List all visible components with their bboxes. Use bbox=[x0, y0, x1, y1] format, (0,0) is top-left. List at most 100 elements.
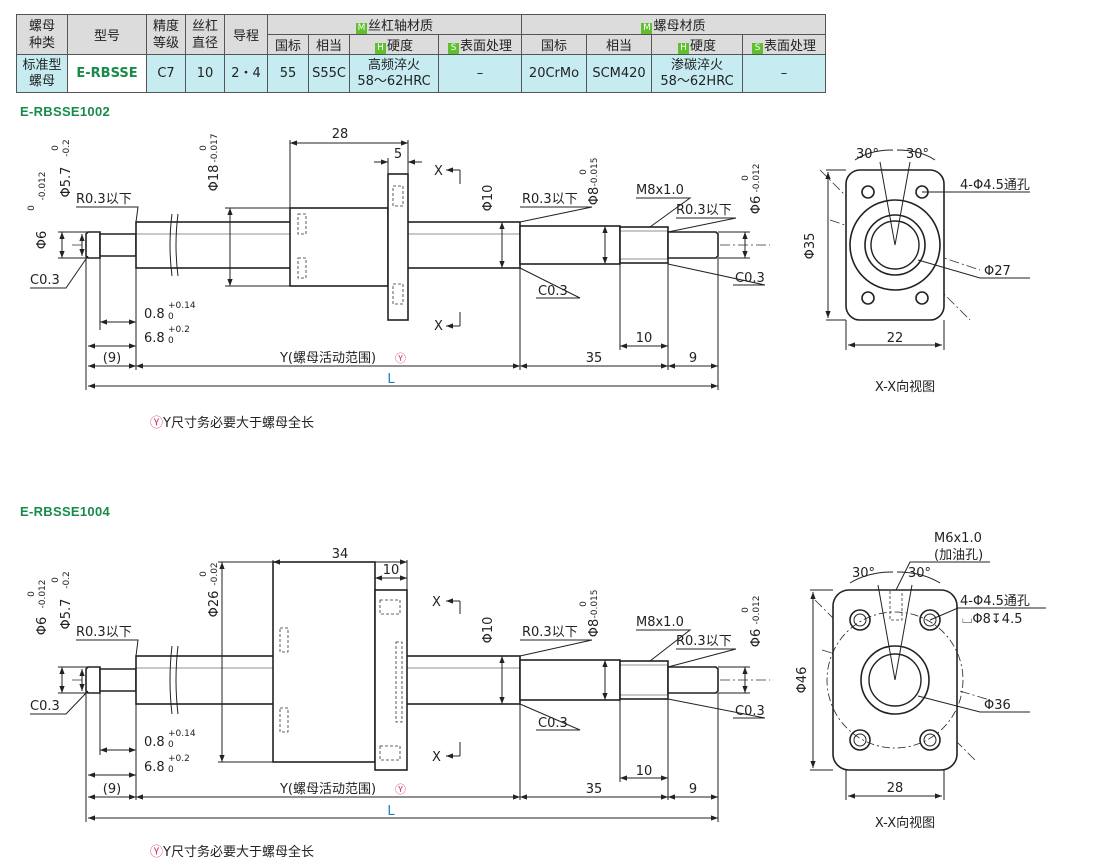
dim-phi8: Φ8 bbox=[587, 187, 602, 206]
label-c03-mid: C0.3 bbox=[538, 284, 568, 299]
dim-phi57-tol-lower: -0.2 bbox=[62, 139, 72, 157]
dim-phi6-tol-upper: 0 bbox=[27, 591, 37, 597]
view-xx-1004: M6x1.0 (加油孔) 30° 30° 4-Φ4.5通孔 ⌴Φ8↧4.5 Φ4… bbox=[795, 531, 1046, 831]
dim-len10: 10 bbox=[636, 331, 653, 346]
table-row: 标准型 螺母 E-RBSSE C7 10 2・4 55 S55C 高频淬火 58… bbox=[16, 54, 826, 93]
dim-phi-nut-tol-lower: -0.017 bbox=[210, 133, 220, 162]
col-equiv-2: 相当 bbox=[586, 34, 652, 55]
view-angle-2: 30° bbox=[908, 566, 931, 581]
label-r03-left: R0.3以下 bbox=[76, 192, 132, 207]
cell-shaft-dia: 10 bbox=[185, 54, 225, 93]
dim-len9: 9 bbox=[689, 782, 697, 797]
dim-phi6-right: Φ6 bbox=[749, 196, 764, 215]
dim-phi6-tol-upper: 0 bbox=[27, 205, 37, 211]
dim-phi6r-tol-upper: 0 bbox=[741, 175, 751, 181]
dim-groove-tol-upper: +0.14 bbox=[168, 729, 196, 739]
dim-phi-nut: Φ26 bbox=[207, 591, 222, 618]
dim-groove-tol-upper: +0.14 bbox=[168, 301, 196, 311]
drawing-1004: 34 10 X X Φ6 0 -0.012 Φ5.7 0 -0.2 R0.3以下… bbox=[27, 547, 770, 822]
dim-nut-length: 34 bbox=[332, 547, 349, 562]
hardness-tag-icon: H bbox=[677, 43, 689, 54]
dim-len10: 10 bbox=[636, 764, 653, 779]
col-accuracy: 精度 等级 bbox=[146, 14, 186, 55]
dim-groove: 0.8 bbox=[144, 307, 165, 322]
dim-len68-tol-upper: +0.2 bbox=[168, 754, 190, 764]
material-tag-icon: M bbox=[355, 23, 367, 34]
cell-shaft-gb: 55 bbox=[267, 54, 309, 93]
dim-phi10: Φ10 bbox=[481, 185, 496, 212]
label-r03-mid: R0.3以下 bbox=[522, 192, 578, 207]
view-angle-2: 30° bbox=[906, 147, 929, 162]
dim-phi10: Φ10 bbox=[481, 617, 496, 644]
dim-len68-tol-upper: +0.2 bbox=[168, 325, 190, 335]
dim-phi-nut-tol-upper: 0 bbox=[199, 571, 209, 577]
dim-phi57: Φ5.7 bbox=[59, 599, 74, 630]
label-r03-left: R0.3以下 bbox=[76, 625, 132, 640]
label-m-thread: M8x1.0 bbox=[636, 183, 684, 198]
dim-flange-width: 5 bbox=[394, 147, 402, 162]
cell-nut-equiv: SCM420 bbox=[586, 54, 652, 93]
y-mark-icon: Ⓨ bbox=[150, 416, 164, 431]
surface-label: 表面处理 bbox=[763, 39, 816, 54]
view-holes: 4-Φ4.5通孔 bbox=[960, 178, 1030, 193]
hardness-label: 硬度 bbox=[689, 39, 716, 54]
view-width: 22 bbox=[887, 331, 904, 346]
dim-flange-width: 10 bbox=[383, 563, 400, 578]
cell-shaft-hardness: 高频淬火 58～62HRC bbox=[349, 54, 439, 93]
view-angle-1: 30° bbox=[856, 147, 879, 162]
dim-total-length: L bbox=[387, 804, 395, 819]
dim-total-length: L bbox=[387, 372, 395, 387]
dim-phi57-tol-lower: -0.2 bbox=[62, 571, 72, 589]
view-width: 28 bbox=[887, 781, 904, 796]
label-m-thread: M8x1.0 bbox=[636, 615, 684, 630]
label-r03-right: R0.3以下 bbox=[676, 634, 732, 649]
view-oil-hole: (加油孔) bbox=[934, 548, 983, 563]
dim-phi-nut: Φ18 bbox=[207, 165, 222, 192]
col-model: 型号 bbox=[67, 14, 147, 55]
dim-len68: 6.8 bbox=[144, 331, 165, 346]
col-gb-2: 国标 bbox=[521, 34, 587, 55]
label-c03-right: C0.3 bbox=[735, 704, 765, 719]
label-c03-mid: C0.3 bbox=[538, 716, 568, 731]
dim-phi-nut-tol-upper: 0 bbox=[199, 145, 209, 151]
label-c03-left: C0.3 bbox=[30, 273, 60, 288]
section-title-1002: E-RBSSE1002 bbox=[20, 104, 111, 119]
dim-phi8-tol-upper: 0 bbox=[579, 601, 589, 607]
dim-phi57-tol-upper: 0 bbox=[51, 145, 61, 151]
view-phi-bore: Φ36 bbox=[984, 698, 1011, 713]
note-y-1002: ⓎY尺寸务必要大于螺母全长 bbox=[150, 412, 314, 431]
x-mark-top: X bbox=[434, 164, 443, 179]
dim-phi6-left: Φ6 bbox=[35, 231, 50, 250]
dim-len9-paren: (9) bbox=[103, 351, 121, 366]
surface-tag-icon: S bbox=[447, 43, 459, 54]
label-r03-right: R0.3以下 bbox=[676, 203, 732, 218]
dim-phi6-left: Φ6 bbox=[35, 617, 50, 636]
cell-lead: 2・4 bbox=[224, 54, 268, 93]
view-caption: X-X向视图 bbox=[875, 815, 935, 831]
label-c03-left: C0.3 bbox=[30, 699, 60, 714]
dim-phi8-tol-lower: -0.015 bbox=[590, 589, 600, 618]
col-gb: 国标 bbox=[267, 34, 309, 55]
dim-phi6-right: Φ6 bbox=[749, 629, 764, 648]
view-holes: 4-Φ4.5通孔 bbox=[960, 594, 1030, 609]
y-mark-icon: Ⓨ bbox=[395, 783, 406, 796]
section-title-1004: E-RBSSE1004 bbox=[20, 504, 111, 519]
x-mark-top: X bbox=[432, 595, 441, 610]
shaft-material-label: 丝杠轴材质 bbox=[367, 19, 433, 34]
dim-phi6-tol-lower: -0.012 bbox=[38, 579, 48, 608]
col-nut-type: 螺母 种类 bbox=[16, 14, 68, 55]
dim-groove-tol-lower: 0 bbox=[168, 740, 174, 750]
x-mark-bottom: X bbox=[434, 319, 443, 334]
dim-y-range: Y(螺母活动范围) bbox=[279, 782, 376, 797]
dim-nut-length: 28 bbox=[332, 127, 349, 142]
cell-shaft-surface: – bbox=[438, 54, 522, 93]
view-phi-body: Φ46 bbox=[795, 667, 810, 694]
dim-len35: 35 bbox=[586, 351, 603, 366]
bolt-holes bbox=[849, 609, 941, 751]
